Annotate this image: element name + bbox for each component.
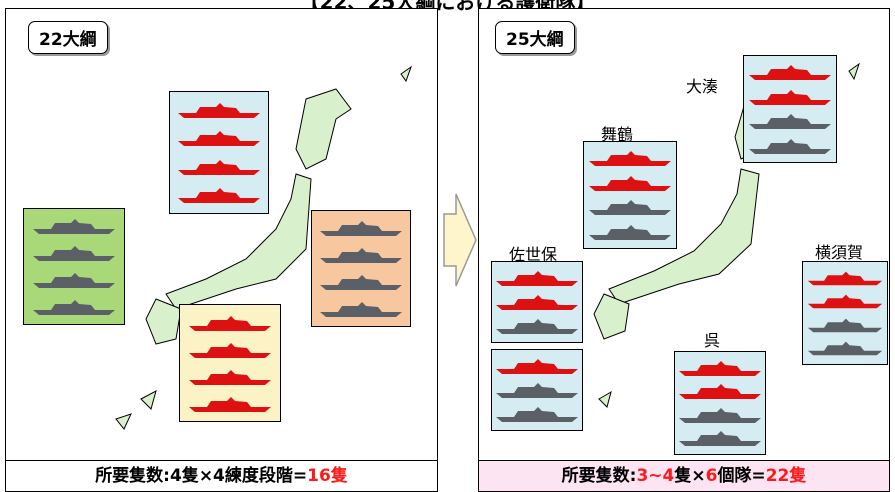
base-label-sasebo: 佐世保 xyxy=(509,245,558,264)
footer-text-mid: 隻× xyxy=(674,466,706,486)
base-label-ominato: 大湊 xyxy=(686,77,719,96)
ship-icon xyxy=(189,315,271,331)
diagram-title: 【22、25大綱における護衛隊】 xyxy=(299,0,596,14)
escort-group-maizuru xyxy=(583,141,677,249)
escort-group-west xyxy=(23,208,125,325)
ship-icon xyxy=(749,114,831,130)
plan-label: 22大綱 xyxy=(28,21,108,54)
escort-group-sasebo-2 xyxy=(491,349,583,431)
ship-icon xyxy=(320,301,402,317)
ship-icon xyxy=(589,224,671,240)
ship-icon xyxy=(749,138,831,154)
footer-text: 所要隻数:4隻×4練度段階= xyxy=(95,466,308,486)
ship-icon xyxy=(807,271,883,286)
escort-group-sasebo-1 xyxy=(491,261,583,343)
footer-total: 22隻 xyxy=(765,466,807,486)
ship-icon xyxy=(807,294,883,309)
escort-group-north xyxy=(169,91,269,214)
footer-text-mid2: 個隊= xyxy=(717,466,766,486)
escort-group-ominato xyxy=(743,55,837,163)
ship-icon xyxy=(320,274,402,290)
ship-icon xyxy=(589,200,671,216)
panel-22-taiko: 22大綱 所要隻数:4隻×4練度段階=16隻 xyxy=(5,8,438,492)
plan-label: 25大綱 xyxy=(495,21,575,54)
required-ships-footer: 所要隻数:4隻×4練度段階=16隻 xyxy=(6,460,437,491)
escort-group-yokosuka xyxy=(802,261,888,365)
ship-icon xyxy=(320,248,402,264)
base-label-maizuru: 舞鶴 xyxy=(601,125,634,144)
footer-ships-per-group: 3~4 xyxy=(636,466,675,486)
ship-icon xyxy=(496,295,578,310)
ship-icon xyxy=(178,159,260,175)
ship-icon xyxy=(33,299,115,315)
ship-icon xyxy=(496,407,578,422)
ship-icon xyxy=(33,246,115,262)
ship-icon xyxy=(679,360,761,376)
base-label-kure: 呉 xyxy=(704,331,721,350)
base-label-yokosuka: 横須賀 xyxy=(815,243,864,262)
ship-icon xyxy=(679,384,761,400)
ship-icon xyxy=(679,431,761,447)
footer-text: 所要隻数: xyxy=(561,466,637,486)
ship-icon xyxy=(496,383,578,398)
ship-icon xyxy=(749,89,831,105)
ship-icon xyxy=(33,219,115,235)
ship-icon xyxy=(33,272,115,288)
ship-icon xyxy=(807,318,883,333)
ship-icon xyxy=(807,341,883,356)
ship-icon xyxy=(320,221,402,237)
panel-25-taiko: 25大綱 大湊 舞鶴 佐世保 横須賀 呉 所要隻数:3~4 xyxy=(478,8,890,492)
ship-icon xyxy=(178,187,260,203)
transition-arrow-icon xyxy=(443,193,477,287)
footer-group-count: 6 xyxy=(705,466,718,486)
ship-icon xyxy=(178,103,260,119)
ship-icon xyxy=(178,131,260,147)
ship-icon xyxy=(189,369,271,385)
footer-total: 16隻 xyxy=(307,466,348,486)
ship-icon xyxy=(496,271,578,286)
escort-group-kure xyxy=(674,351,766,455)
ship-icon xyxy=(749,65,831,81)
ship-icon xyxy=(589,175,671,191)
ship-icon xyxy=(496,319,578,334)
japan-map-left xyxy=(115,65,412,430)
ship-icon xyxy=(189,342,271,358)
escort-group-south xyxy=(179,304,281,422)
ship-icon xyxy=(679,407,761,423)
required-ships-footer: 所要隻数:3~4隻×6個隊=22隻 xyxy=(479,460,889,491)
ship-icon xyxy=(496,359,578,374)
escort-group-east xyxy=(311,210,411,327)
ship-icon xyxy=(189,396,271,412)
ship-icon xyxy=(589,151,671,167)
